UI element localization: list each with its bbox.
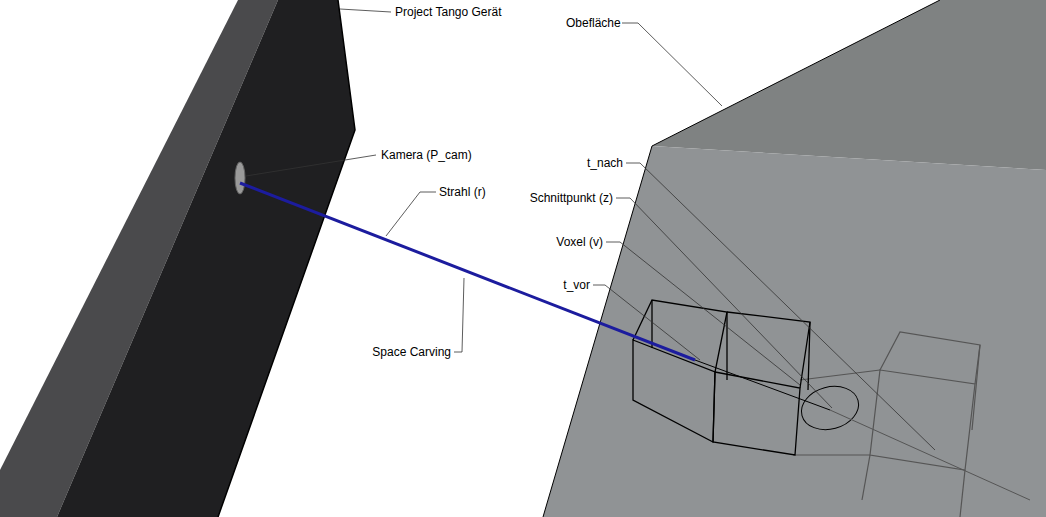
ray-continued	[830, 410, 1030, 500]
ray	[240, 183, 695, 360]
camera-lens	[235, 162, 245, 194]
voxel-wire	[633, 300, 810, 455]
intersection-ellipse	[797, 380, 864, 436]
callout-label: Project Tango Gerät	[394, 5, 503, 19]
callout-label: Obefläche	[565, 16, 622, 30]
callout-label: Strahl (r)	[438, 185, 487, 199]
surface-edge	[652, 0, 940, 146]
leader-lines	[246, 9, 935, 450]
device-edge	[218, 0, 355, 517]
callout-label: Kamera (P_cam)	[380, 148, 473, 162]
callout-label: Schnittpunkt (z)	[529, 191, 614, 205]
device-front	[57, 0, 355, 517]
voxel-wire-far	[793, 332, 980, 517]
callout-label: t_vor	[562, 278, 591, 292]
surface-top	[652, 0, 1046, 170]
callout-label: Space Carving	[371, 345, 452, 359]
callout-label: Voxel (v)	[555, 235, 604, 249]
callout-label: t_nach	[586, 156, 624, 170]
